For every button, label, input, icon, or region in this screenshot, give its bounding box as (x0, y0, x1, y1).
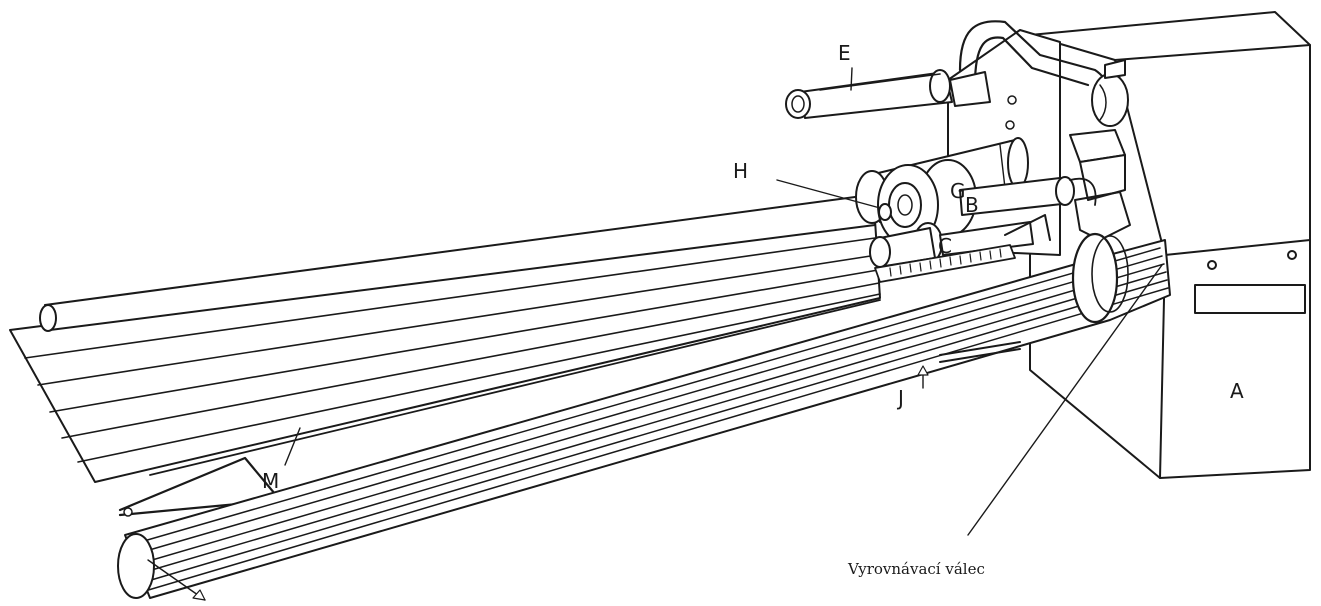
label-g: G (950, 179, 966, 203)
label-j: J (896, 386, 904, 410)
handle-rod (785, 69, 991, 119)
leader-lines (147, 67, 1163, 601)
label-b: B (965, 193, 979, 217)
ribbed-table (9, 219, 881, 483)
housing-box (1029, 11, 1311, 479)
long-cylinder (39, 194, 876, 332)
roller-bundle (117, 232, 1171, 599)
label-m: M (262, 469, 279, 493)
spindle-assembly (855, 137, 1097, 283)
tool-block (1069, 129, 1131, 241)
label-c: C (938, 234, 952, 258)
label-a: A (1230, 379, 1244, 403)
support-bracket (118, 299, 881, 517)
label-e: E (838, 41, 851, 65)
label-h: H (733, 159, 748, 183)
caption-vyrovnavaci-valec: Vyrovnávací válec (847, 560, 985, 578)
arched-frame (958, 20, 1129, 127)
